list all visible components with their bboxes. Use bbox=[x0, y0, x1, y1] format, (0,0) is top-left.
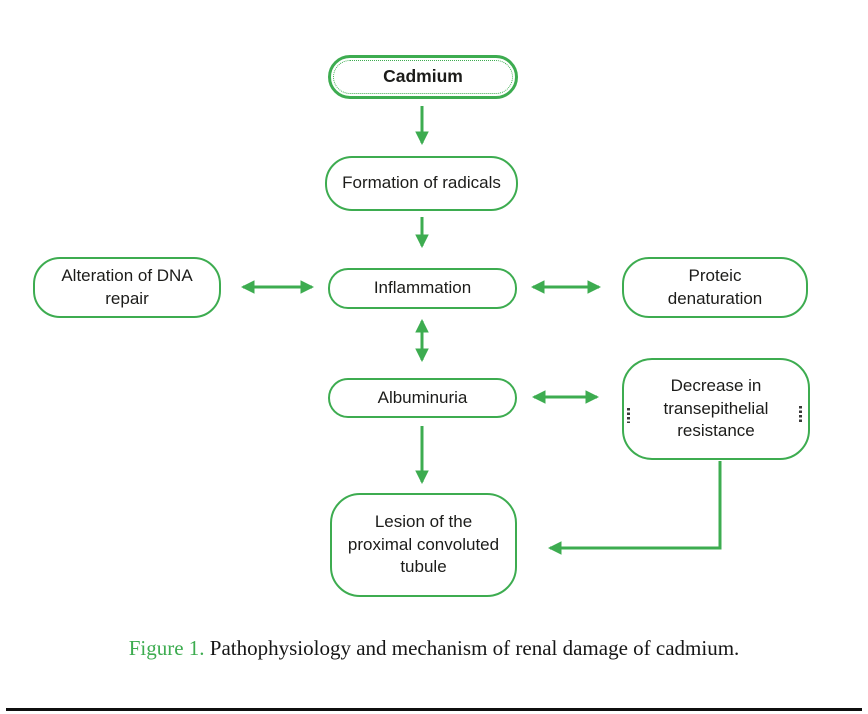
node-decrease-label: Decrease in transepithelial resistance bbox=[663, 376, 769, 441]
node-cadmium-label: Cadmium bbox=[383, 66, 463, 87]
figure-caption-text: Pathophysiology and mechanism of renal d… bbox=[204, 636, 740, 660]
node-alteration-label: Alteration of DNA repair bbox=[61, 266, 193, 308]
handle-tick-left-icon bbox=[627, 408, 630, 423]
arrow-decrease-to-lesion-elbow-icon bbox=[547, 461, 722, 555]
node-formation-label: Formation of radicals bbox=[342, 173, 501, 193]
node-decrease-transepithelial-resistance: Decrease in transepithelial resistance bbox=[622, 358, 810, 460]
node-formation-of-radicals: Formation of radicals bbox=[325, 156, 518, 211]
figure-caption: Figure 1. Pathophysiology and mechanism … bbox=[0, 636, 868, 661]
node-cadmium: Cadmium bbox=[328, 55, 518, 99]
bottom-divider bbox=[6, 708, 862, 711]
node-proteic-label: Proteic denaturation bbox=[667, 266, 763, 308]
node-proteic-denaturation: Proteic denaturation bbox=[622, 257, 808, 318]
node-albuminuria-label: Albuminuria bbox=[377, 387, 468, 407]
node-lesion-label: Lesion of the proximal convoluted tubule bbox=[347, 512, 500, 577]
node-lesion-proximal-convoluted-tubule: Lesion of the proximal convoluted tubule bbox=[330, 493, 517, 597]
figure-caption-label: Figure 1. bbox=[128, 636, 205, 660]
node-albuminuria: Albuminuria bbox=[328, 378, 517, 418]
node-inflammation: Inflammation bbox=[328, 268, 517, 309]
handle-tick-right-icon bbox=[799, 406, 802, 423]
node-inflammation-label: Inflammation bbox=[373, 278, 472, 298]
node-alteration-of-dna-repair: Alteration of DNA repair bbox=[33, 257, 221, 318]
